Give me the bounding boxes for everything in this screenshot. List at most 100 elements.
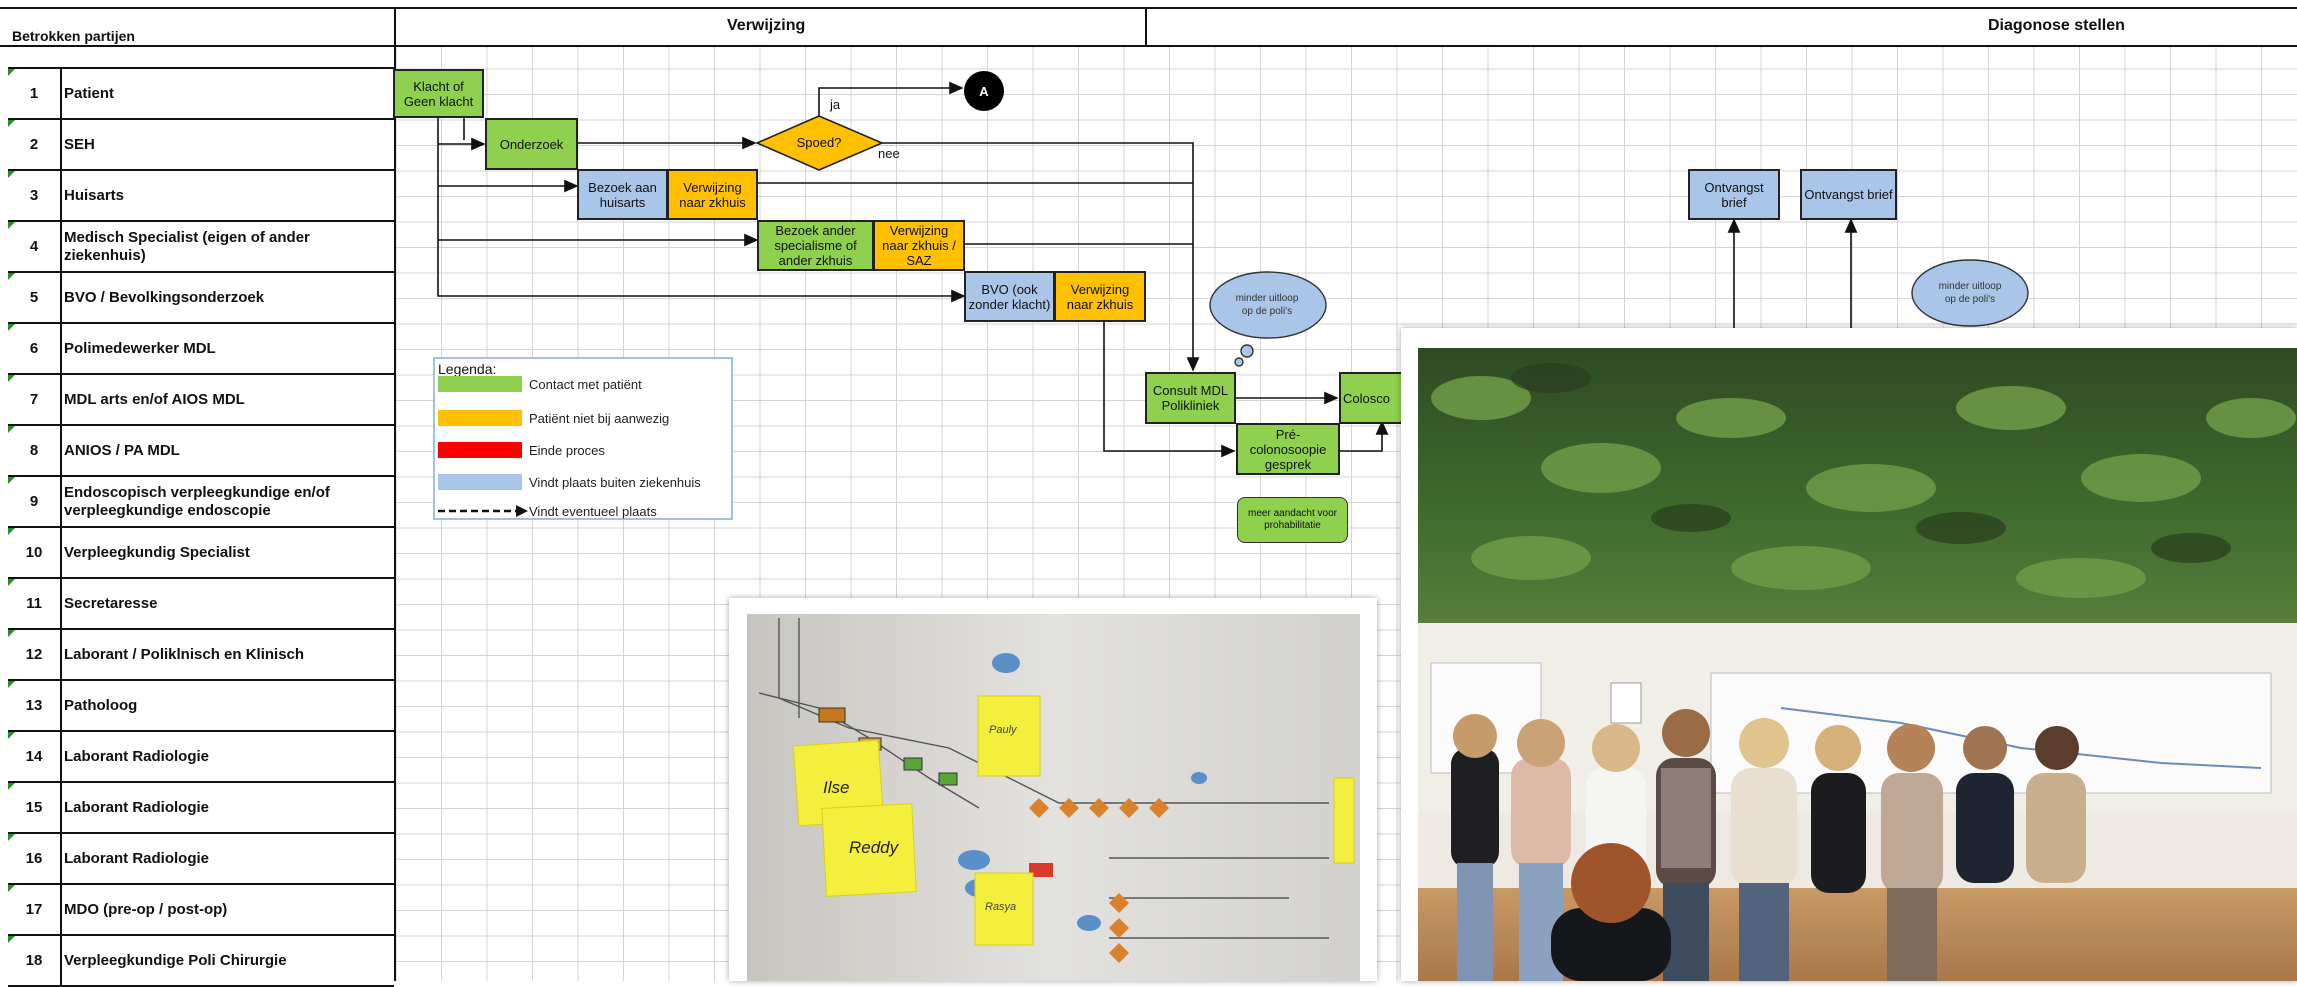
legend-swatch-end	[438, 442, 522, 458]
legend-label-outside: Vindt plaats buiten ziekenhuis	[529, 475, 701, 490]
party-row-number: 10	[25, 544, 43, 561]
legend-panel: Legenda: Contact met patiënt Patiënt nie…	[433, 357, 733, 520]
cloud-shape-2	[1911, 259, 2029, 327]
nee-label: nee	[878, 146, 900, 161]
party-row-number: 14	[25, 748, 43, 765]
cell-marker	[8, 936, 15, 943]
party-row-number: 17	[25, 901, 43, 918]
header-divider-1	[394, 7, 396, 47]
legend-swatch-absent	[438, 410, 522, 426]
cloud-shape-1	[1209, 271, 1327, 367]
party-row-separator	[60, 222, 62, 271]
party-row: 7 MDL arts en/of AIOS MDL	[8, 375, 394, 426]
cell-marker	[8, 732, 15, 739]
cloud-2-text-b: op de poli's	[1945, 294, 1995, 305]
consult-box: Consult MDL Polikliniek	[1145, 372, 1236, 424]
party-row: 3 Huisarts	[8, 171, 394, 222]
party-row-separator	[60, 834, 62, 883]
party-row: 5 BVO / Bevolkingsonderzoek	[8, 273, 394, 324]
cell-marker	[8, 69, 15, 76]
party-row-separator	[60, 681, 62, 730]
cell-marker	[8, 324, 15, 331]
party-row-label: Verpleegkundig Specialist	[64, 543, 250, 561]
header-parties: Betrokken partijen	[12, 28, 135, 44]
party-row-label: Secretaresse	[64, 594, 158, 612]
verwijzing-zkhuis-2-box: Verwijzing naar zkhuis	[1054, 271, 1146, 322]
cell-marker	[8, 426, 15, 433]
bezoek-ander-box: Bezoek ander specialisme of ander zkhuis	[757, 220, 874, 271]
party-row-number: 7	[29, 391, 39, 408]
cell-marker	[8, 783, 15, 790]
party-row-number: 6	[29, 340, 39, 357]
party-row-number: 9	[29, 493, 39, 510]
party-row: 11 Secretaresse	[8, 579, 394, 630]
party-row-label: Polimedewerker MDL	[64, 339, 216, 357]
party-row-label: Huisarts	[64, 186, 125, 204]
party-row-separator	[60, 936, 62, 985]
cell-marker	[8, 477, 15, 484]
cell-marker	[8, 222, 15, 229]
party-row-separator	[60, 120, 62, 169]
party-row-number: 5	[29, 289, 39, 306]
spoed-label: Spoed?	[797, 135, 842, 150]
legend-label-optional: Vindt eventueel plaats	[529, 504, 657, 519]
party-row-separator	[60, 477, 62, 526]
party-row-label: Medisch Specialist (eigen of ander zieke…	[64, 228, 310, 264]
party-row-separator	[60, 528, 62, 577]
party-row-separator	[60, 273, 62, 322]
party-row-label: ANIOS / PA MDL	[64, 441, 180, 459]
party-row-label: Laborant / Poliklnisch en Klinisch	[64, 645, 305, 663]
party-row-number: 3	[29, 187, 39, 204]
cell-marker	[8, 171, 15, 178]
header-divider-2	[1145, 7, 1147, 47]
party-row-label: Patholoog	[64, 696, 138, 714]
connector-a-label: A	[979, 84, 989, 99]
spoed-decision-diamond	[754, 115, 885, 171]
party-row-label: MDL arts en/of AIOS MDL	[64, 390, 245, 408]
klacht-box: Klacht of Geen klacht	[393, 69, 484, 118]
party-row-number: 1	[29, 85, 39, 102]
party-row-number: 11	[26, 595, 42, 612]
legend-title: Legenda:	[438, 361, 497, 377]
party-row-number: 16	[25, 850, 43, 867]
party-row-number: 18	[25, 952, 43, 969]
party-row-label: BVO / Bevolkingsonderzoek	[64, 288, 265, 306]
party-row: 15 Laborant Radiologie	[8, 783, 394, 834]
party-row-separator	[60, 783, 62, 832]
legend-label-end: Einde proces	[529, 443, 605, 458]
party-row-number: 12	[25, 646, 43, 663]
party-row-separator	[60, 171, 62, 220]
party-row-label: Endoscopisch verpleegkundige en/of verpl…	[64, 483, 330, 519]
party-row-separator	[60, 69, 62, 118]
note-reddy: Reddy	[849, 838, 900, 857]
photo-team-meeting	[1401, 328, 2297, 981]
party-row-label: Laborant Radiologie	[64, 798, 210, 816]
party-row-label: Patient	[64, 84, 115, 102]
bezoek-huisarts-box: Bezoek aan huisarts	[577, 169, 668, 220]
legend-swatch-outside	[438, 474, 522, 490]
legend-swatch-contact	[438, 376, 522, 392]
party-row-label: Laborant Radiologie	[64, 747, 210, 765]
party-row-separator	[60, 732, 62, 781]
party-row-label: MDO (pre-op / post-op)	[64, 900, 228, 918]
party-row-number: 13	[25, 697, 43, 714]
party-row-number: 15	[25, 799, 43, 816]
note-rasya: Rasya	[985, 901, 1016, 913]
ontvangst-brief-1-box: Ontvangst brief	[1688, 169, 1780, 220]
parties-column-top	[8, 67, 394, 69]
cell-marker	[8, 273, 15, 280]
party-row-label: SEH	[64, 135, 95, 153]
note-pauly: Pauly	[989, 724, 1018, 736]
connector-a-circle	[964, 71, 1004, 111]
party-row: 4 Medisch Specialist (eigen of ander ziek…	[8, 222, 394, 273]
ja-label: ja	[829, 97, 841, 112]
legend-label-absent: Patiënt niet bij aanwezig	[529, 411, 670, 426]
ontvangst-brief-2-box: Ontvangst brief	[1800, 169, 1897, 220]
party-row: 10 Verpleegkundig Specialist	[8, 528, 394, 579]
party-row-separator	[60, 885, 62, 934]
party-row: 13 Patholoog	[8, 681, 394, 732]
legend-dashed-arrow	[438, 505, 528, 517]
party-row-number: 4	[29, 238, 39, 255]
